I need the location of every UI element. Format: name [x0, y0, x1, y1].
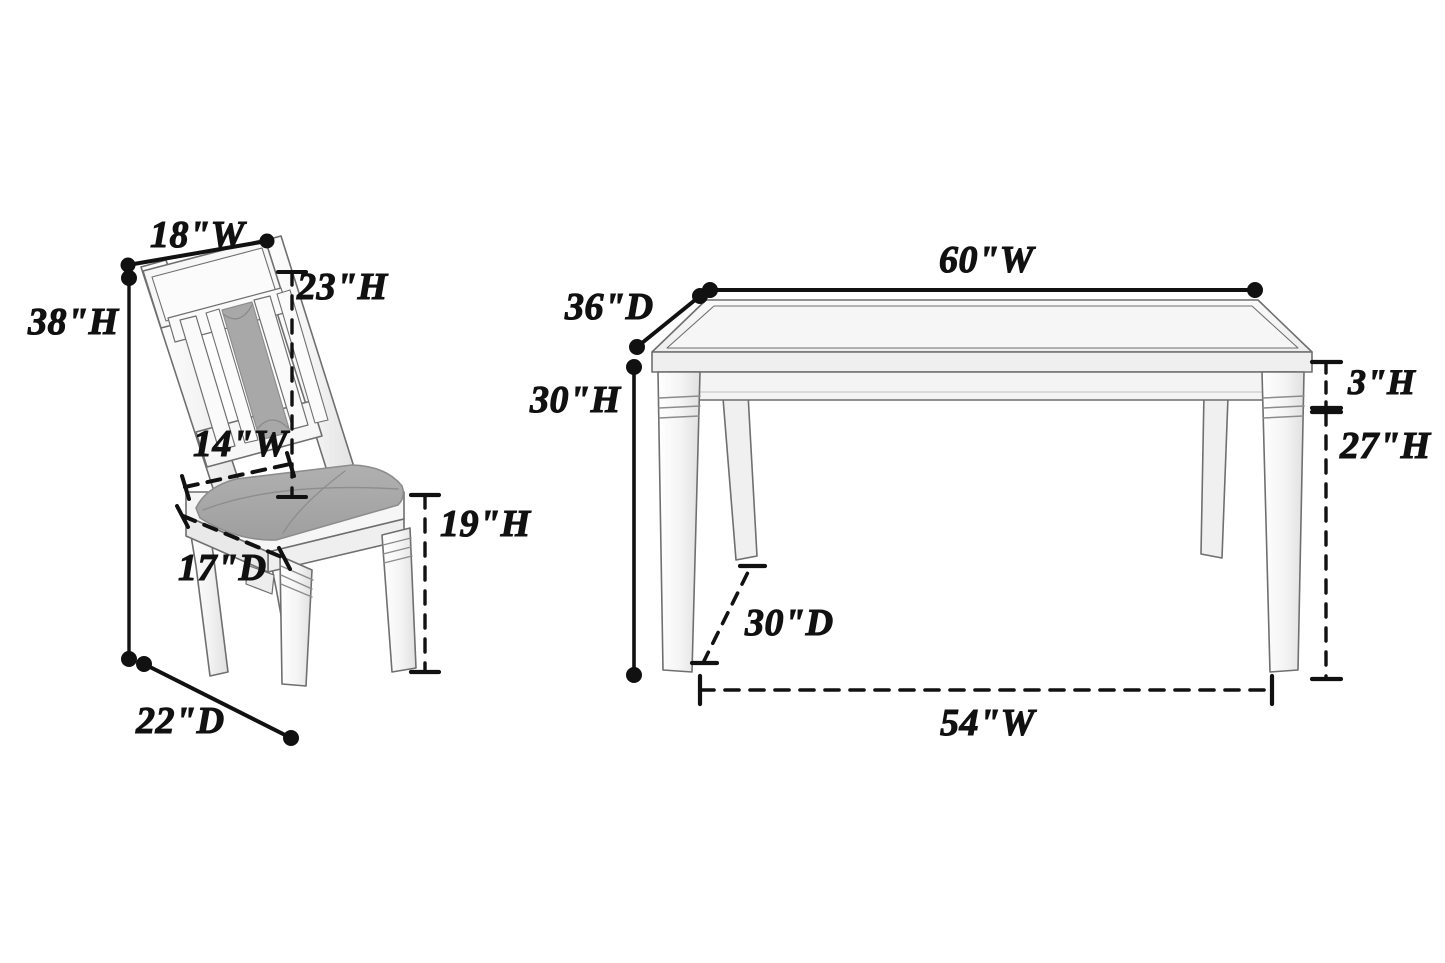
table-near-right-leg: [1261, 371, 1305, 673]
dimline-table-base-depth: [689, 563, 768, 666]
chair-back-panel-bottom-curve: [257, 419, 289, 429]
chair-back-slat-3: [253, 295, 309, 430]
dimline-chair-back-inner-width: [180, 451, 296, 501]
chair-front-left-leg-ring-b: [280, 574, 313, 590]
label-chair-overall-depth: 22"D: [135, 700, 225, 742]
table-near-left-leg-ring-b: [658, 405, 701, 409]
table-near-right-leg-ring-c: [1262, 415, 1304, 419]
table-near-left-leg: [657, 371, 701, 673]
label-chair-back-width: 18"W: [149, 214, 245, 256]
dimline-table-overall-height: [626, 359, 642, 683]
chair-front-right-leg: [381, 527, 417, 673]
label-table-leg-height: 27"H: [1339, 425, 1431, 467]
label-table-apron-height: 3"H: [1347, 362, 1416, 402]
chair-front-left-leg-ring-a: [280, 565, 314, 581]
dimline-table-base-width: [697, 673, 1275, 707]
chair-front-right-leg-ring-c: [383, 555, 413, 564]
dimline-table-apron-height: [1309, 359, 1344, 411]
table-near-right-leg-ring-a: [1262, 395, 1305, 399]
label-table-overall-height: 30"H: [529, 379, 621, 421]
chair-back-slat-4: [276, 289, 329, 424]
label-chair-seat-height: 19"H: [439, 503, 531, 545]
dimline-table-leg-height: [1309, 409, 1344, 682]
table-top-surface-inner: [666, 305, 1299, 349]
dimline-chair-seat-height: [408, 492, 442, 675]
label-chair-back-height: 23"H: [296, 266, 388, 308]
table-far-left-leg: [722, 393, 758, 561]
label-table-base-depth: 30"D: [744, 602, 834, 644]
chair-back-slat-1: [179, 315, 236, 451]
table-top-edge: [651, 351, 1313, 373]
chair-cushion-seam-2: [282, 470, 346, 534]
dimline-chair-back-width: [120, 233, 275, 273]
chair-cushion-seam-1: [202, 486, 399, 511]
dimline-chair-overall-depth: [136, 656, 299, 746]
table-near-left-leg-ring-c: [658, 415, 700, 419]
dimline-chair-seat-depth: [175, 504, 292, 571]
chair-front-right-leg-ring-a: [382, 537, 412, 546]
chair-seat-apron-left: [185, 515, 269, 573]
table-apron: [667, 371, 1297, 401]
dimline-chair-back-height: [276, 270, 308, 499]
table-far-right-leg: [1200, 392, 1229, 559]
chair-front-right-leg-ring-b: [382, 546, 412, 555]
dimline-table-top-depth: [629, 288, 708, 355]
table-illustration: [651, 299, 1313, 673]
chair-front-left-leg-ring-c: [280, 583, 313, 598]
chair-back-center-panel: [221, 301, 291, 441]
chair-back-slat-2: [205, 308, 259, 444]
label-table-top-depth: 36"D: [564, 286, 654, 328]
table-near-right-leg-ring-b: [1262, 405, 1305, 409]
dimline-chair-overall-height: [121, 270, 137, 667]
chair-back-panel-top-curve: [222, 304, 253, 320]
table-near-left-leg-ring-a: [658, 395, 701, 399]
chair-side-stretcher: [245, 564, 275, 595]
chair-seat-cushion: [195, 464, 405, 541]
label-chair-back-inner-width: 14"W: [192, 423, 288, 465]
label-chair-seat-depth: 17"D: [177, 547, 267, 589]
label-chair-overall-height: 38"H: [27, 301, 119, 343]
label-table-base-width: 54"W: [939, 702, 1035, 744]
dimension-lines: [120, 233, 1344, 746]
chair-front-left-leg: [279, 555, 313, 687]
dimline-table-top-width: [702, 282, 1263, 298]
label-table-top-width: 60"W: [938, 239, 1034, 281]
